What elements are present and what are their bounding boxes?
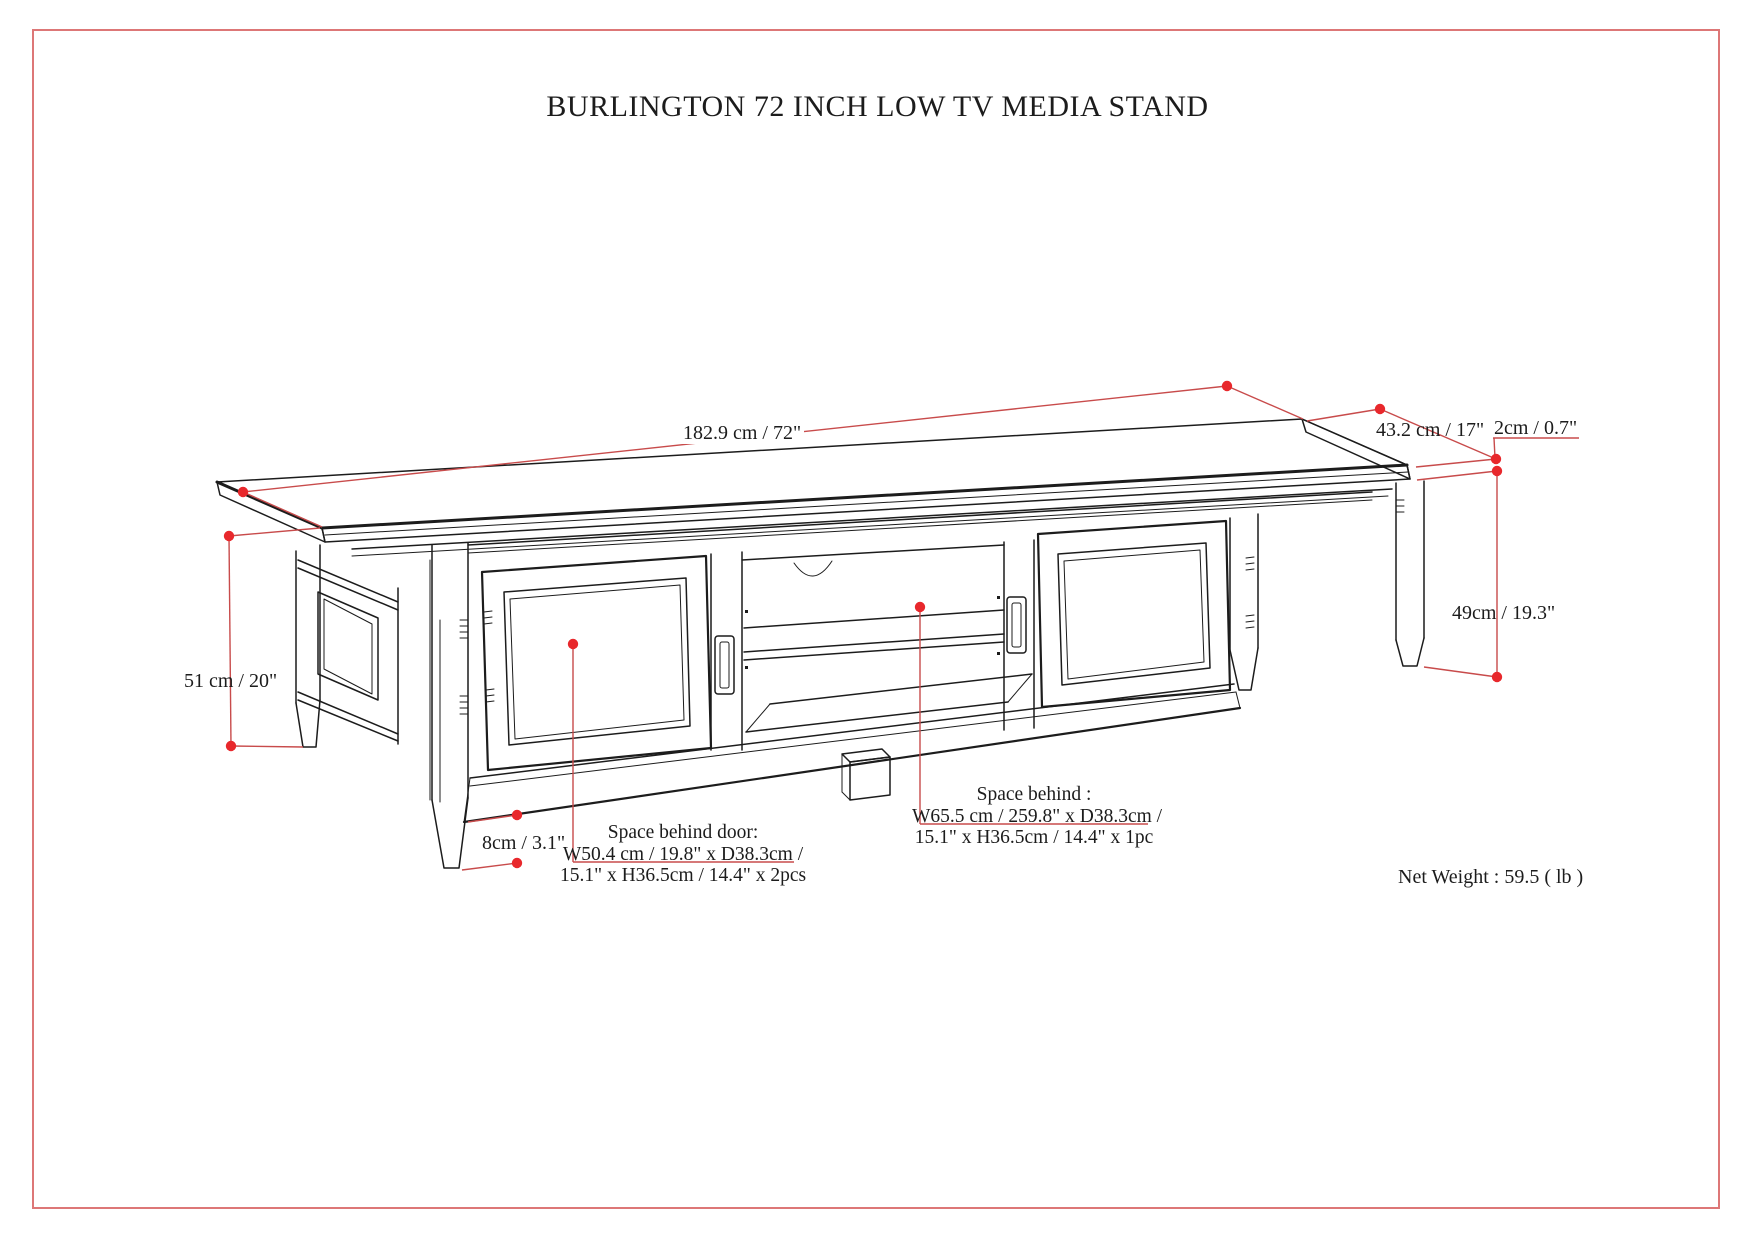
space-behind-door-line1: Space behind door: — [607, 822, 759, 843]
dimension-dots — [223, 380, 1503, 869]
space-behind-line1: Space behind : — [976, 784, 1092, 805]
top-thickness-dimension-label: 2cm / 0.7" — [1494, 417, 1578, 439]
width-dimension-label: 182.9 cm / 72" — [680, 422, 805, 444]
net-weight-label: Net Weight : 59.5 ( lb ) — [1398, 866, 1584, 888]
leg-height-dimension-label: 8cm / 3.1" — [482, 832, 566, 854]
space-behind-line3: 15.1" x H36.5cm / 14.4" x 1pc — [914, 827, 1154, 848]
depth-dimension-label: 43.2 cm / 17" — [1376, 419, 1485, 441]
space-behind-note: Space behind : W65.5 cm / 259.8" x D38.3… — [912, 784, 1163, 849]
space-behind-door-note: Space behind door: W50.4 cm / 19.8" x D3… — [560, 822, 806, 887]
shelf-pin-holes — [745, 596, 1000, 669]
space-behind-door-line3: 15.1" x H36.5cm / 14.4" x 2pcs — [560, 865, 807, 886]
space-behind-door-line2: W50.4 cm / 19.8" x D38.3cm / — [562, 843, 804, 865]
page-title: BURLINGTON 72 INCH LOW TV MEDIA STAND — [546, 90, 1209, 123]
space-behind-line2: W65.5 cm / 259.8" x D38.3cm / — [912, 805, 1163, 827]
height-left-dimension-label: 51 cm / 20" — [184, 670, 278, 692]
height-right-dimension-label: 49cm / 19.3" — [1452, 602, 1556, 624]
